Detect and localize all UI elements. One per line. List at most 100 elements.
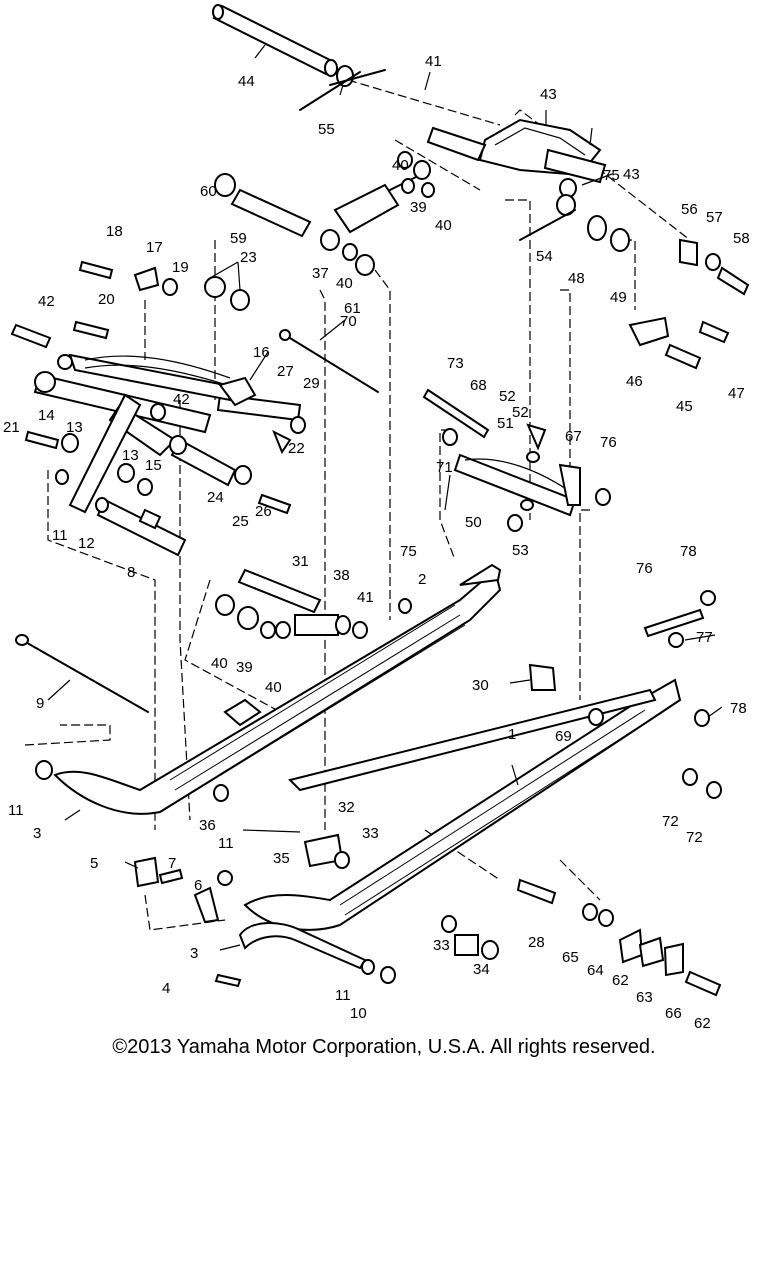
- callout: 31: [292, 553, 309, 570]
- callout: 51: [497, 415, 514, 432]
- callout: 30: [472, 677, 489, 694]
- callout: 12: [78, 535, 95, 552]
- callout: 61: [344, 300, 361, 317]
- callout: 40: [392, 157, 409, 174]
- right-parts: [587, 215, 750, 370]
- bracket-44: [426, 118, 607, 241]
- callout: 27: [277, 363, 294, 380]
- callout: 49: [610, 289, 627, 306]
- callout: 48: [568, 270, 585, 287]
- callout: 24: [207, 489, 224, 506]
- callout: 73: [447, 355, 464, 372]
- callout: 4: [162, 980, 170, 997]
- callout: 64: [587, 962, 604, 979]
- callout: 13: [122, 447, 139, 464]
- callout: 26: [255, 503, 272, 520]
- shock-37: [320, 151, 435, 276]
- callout: 42: [173, 391, 190, 408]
- ski-3: [214, 922, 367, 988]
- rail-left: [35, 563, 502, 815]
- callout: 39: [410, 199, 427, 216]
- callout: 22: [288, 440, 305, 457]
- callout: 39: [236, 659, 253, 676]
- callout: 40: [435, 217, 452, 234]
- callout: 71: [436, 459, 453, 476]
- callout: 40: [336, 275, 353, 292]
- callout: 23: [240, 249, 257, 266]
- callout: 59: [230, 230, 247, 247]
- callout: 28: [528, 934, 545, 951]
- callout: 17: [146, 239, 163, 256]
- callout: 36: [199, 817, 216, 834]
- callout: 52: [512, 404, 529, 421]
- callout: 9: [36, 695, 44, 712]
- callout: 11: [218, 835, 234, 852]
- callout: 20: [98, 291, 115, 308]
- callout: 78: [680, 543, 697, 560]
- callout: 45: [676, 398, 693, 415]
- callout: 78: [730, 700, 747, 717]
- callout: 62: [612, 972, 629, 989]
- copyright-notice: ©2013 Yamaha Motor Corporation, U.S.A. A…: [112, 1036, 656, 1058]
- callout: 56: [681, 201, 698, 218]
- callout: 70: [340, 313, 357, 330]
- callout: 13: [66, 419, 83, 436]
- callout: 1: [508, 726, 516, 743]
- callout: 11: [52, 527, 68, 544]
- callout: 15: [145, 457, 162, 474]
- shaft-60: [214, 173, 312, 238]
- callout-labels: 1 2 3 3 4 5 6 7 8 9 10 11 11 11 11 12 13…: [3, 53, 750, 1030]
- callout: 10: [350, 1005, 367, 1022]
- callout: 72: [662, 813, 679, 830]
- callout: 65: [562, 949, 579, 966]
- callout: 43: [540, 86, 557, 103]
- callout: 66: [665, 1005, 682, 1022]
- callout: 16: [253, 344, 270, 361]
- callout: 37: [312, 265, 329, 282]
- rod-9: [15, 634, 149, 713]
- callout: 19: [172, 259, 189, 276]
- callout: 3: [190, 945, 198, 962]
- callout: 42: [38, 293, 55, 310]
- callout: 50: [465, 514, 482, 531]
- callout: 75: [603, 167, 620, 184]
- callout: 55: [318, 121, 335, 138]
- callout: 33: [433, 937, 450, 954]
- callout: 38: [333, 567, 350, 584]
- callout: 46: [626, 373, 643, 390]
- callout: 14: [38, 407, 55, 424]
- callout: 76: [600, 434, 617, 451]
- small-parts-left: [133, 590, 722, 997]
- shock-8: [95, 497, 187, 557]
- callout: 43: [623, 166, 640, 183]
- callout: 57: [706, 209, 723, 226]
- callout: 33: [362, 825, 379, 842]
- callout: 47: [728, 385, 745, 402]
- callout: 68: [470, 377, 487, 394]
- callout: 6: [194, 877, 202, 894]
- callout: 8: [127, 564, 135, 581]
- callout: 69: [555, 728, 572, 745]
- callout: 35: [273, 850, 290, 867]
- callout: 7: [168, 855, 176, 872]
- callout: 29: [303, 375, 320, 392]
- callout: 5: [90, 855, 98, 872]
- callout: 40: [265, 679, 282, 696]
- callout: 53: [512, 542, 529, 559]
- callout: 11: [335, 987, 351, 1004]
- shaft-31: [215, 568, 368, 639]
- callout: 25: [232, 513, 249, 530]
- callout: 11: [8, 802, 24, 819]
- callout: 75: [400, 543, 417, 560]
- callout: 3: [33, 825, 41, 842]
- callout: 21: [3, 419, 20, 436]
- callout: 72: [686, 829, 703, 846]
- callout: 63: [636, 989, 653, 1006]
- rear-arm: [10, 260, 306, 515]
- callout: 32: [338, 799, 355, 816]
- callout: 62: [694, 1015, 711, 1030]
- callout: 77: [696, 629, 713, 646]
- callout: 76: [636, 560, 653, 577]
- callout: 41: [425, 53, 442, 70]
- rail-right: [243, 678, 722, 931]
